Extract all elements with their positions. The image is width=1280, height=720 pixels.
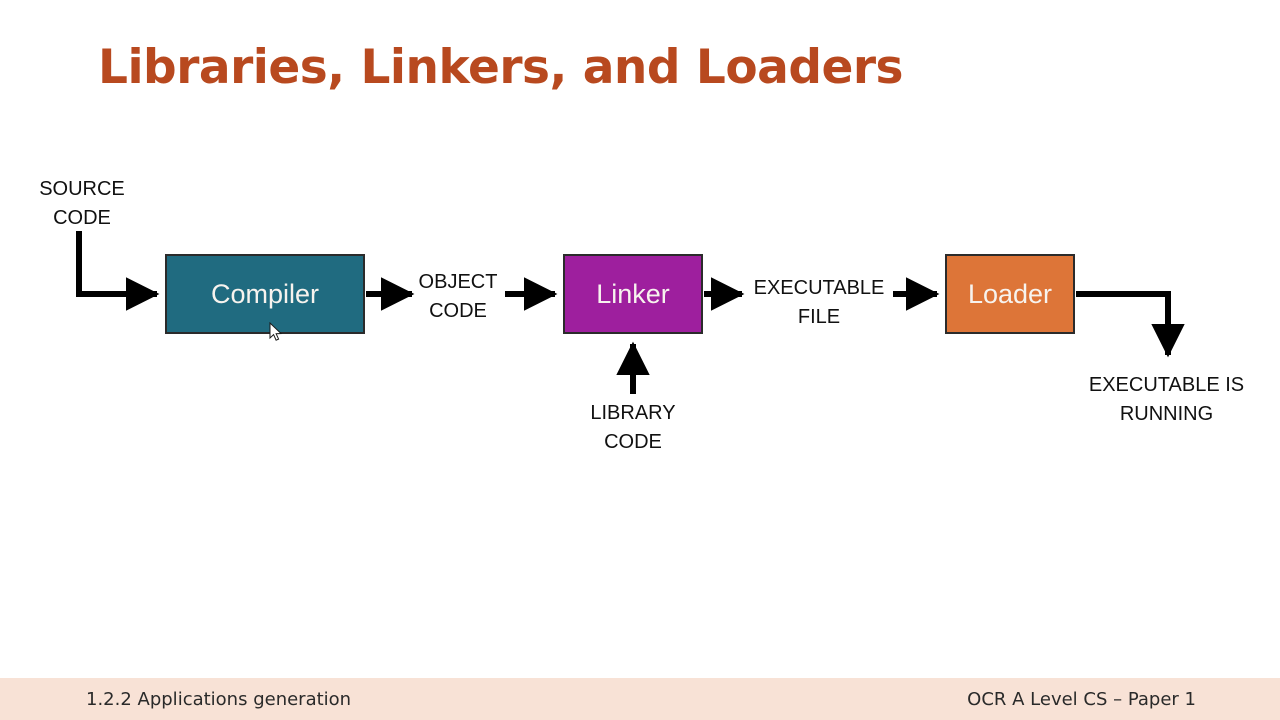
label-source-code: SOURCE CODE — [39, 178, 125, 229]
arrow-loader-to-executable-running — [1076, 291, 1185, 358]
label-object-code: OBJECT CODE — [418, 271, 498, 322]
footer-topic-label: 1.2.2 Applications generation — [86, 689, 352, 710]
process-box-linker-label: Linker — [596, 278, 670, 309]
label-executable-is-running: EXECUTABLE IS RUNNING — [1088, 374, 1245, 425]
arrow-source-code-to-compiler — [76, 231, 160, 311]
footer-bar: 1.2.2 Applications generation OCR A Leve… — [0, 678, 1280, 720]
footer-course-label: OCR A Level CS – Paper 1 — [967, 689, 1196, 710]
process-box-loader[interactable]: Loader — [945, 254, 1075, 334]
label-executable-file: EXECUTABLE FILE — [753, 277, 885, 328]
process-box-compiler[interactable]: Compiler — [165, 254, 365, 334]
process-box-loader-label: Loader — [967, 278, 1053, 309]
process-box-linker[interactable]: Linker — [563, 254, 703, 334]
process-box-compiler-label: Compiler — [210, 278, 320, 309]
page-title: Libraries, Linkers, and Loaders — [98, 40, 904, 95]
label-library-code: LIBRARY CODE — [590, 402, 676, 453]
